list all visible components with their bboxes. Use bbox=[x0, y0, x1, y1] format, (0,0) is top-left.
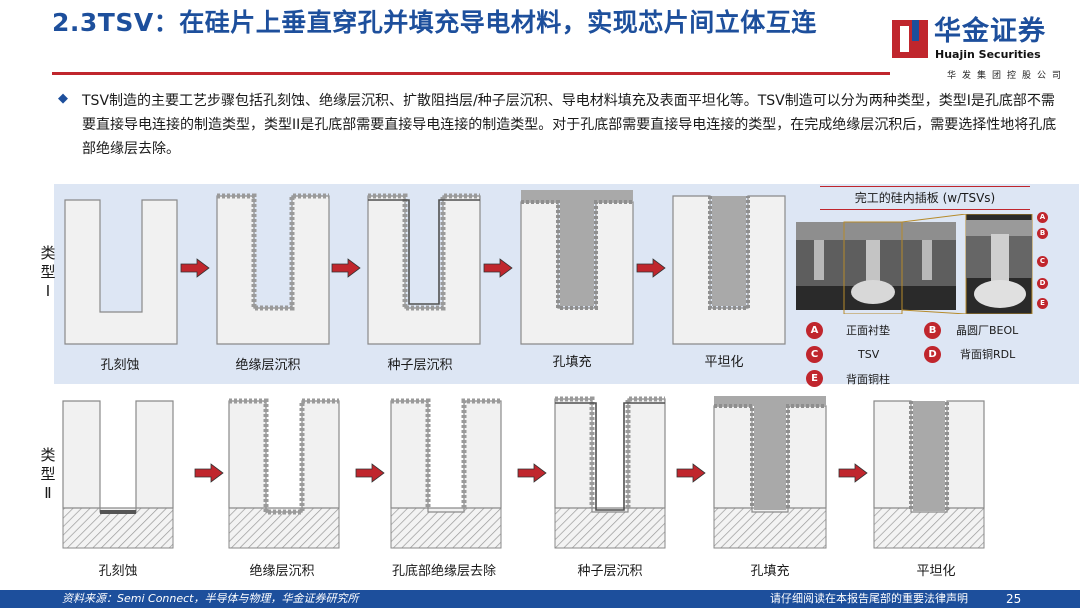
type2-arrow-5-icon bbox=[838, 463, 868, 483]
type2-step4-diagram bbox=[554, 396, 666, 549]
type1-step3-diagram bbox=[367, 193, 481, 345]
legend-text: 正面衬垫 bbox=[846, 324, 890, 337]
type2-step2-diagram bbox=[228, 398, 340, 549]
photo-tag-e: E bbox=[1037, 298, 1048, 309]
legend-marker: D bbox=[924, 346, 941, 363]
diamond-bullet-icon: ◆ bbox=[58, 91, 68, 106]
type2-arrow-2-icon bbox=[355, 463, 385, 483]
type1-arrow-1-icon bbox=[180, 258, 210, 278]
type1-step-label: 绝缘层沉积 bbox=[235, 358, 301, 373]
type1-step-label: 孔刻蚀 bbox=[100, 358, 140, 373]
type2-arrow-3-icon bbox=[517, 463, 547, 483]
legend-marker: A bbox=[806, 322, 823, 339]
type1-step-label: 种子层沉积 bbox=[387, 358, 453, 373]
logo-name-en: Huajin Securities bbox=[935, 48, 1041, 61]
intro-text: TSV制造的主要工艺步骤包括孔刻蚀、绝缘层沉积、扩散阻挡层/种子层沉积、导电材料… bbox=[82, 93, 1057, 157]
page-number: 25 bbox=[1006, 592, 1022, 606]
company-logo: 华金证券 Huajin Securities 华发集团控股公司 bbox=[892, 14, 1067, 82]
legend-marker: C bbox=[806, 346, 823, 363]
interposer-photo bbox=[796, 214, 1033, 314]
type1-step-label: 孔填充 bbox=[552, 355, 592, 370]
type1-step-label: 平坦化 bbox=[704, 355, 744, 370]
type2-step-label: 孔刻蚀 bbox=[98, 564, 138, 579]
type1-arrow-4-icon bbox=[636, 258, 666, 278]
type1-step2-diagram bbox=[216, 193, 330, 345]
intro-bullet: ◆ TSV制造的主要工艺步骤包括孔刻蚀、绝缘层沉积、扩散阻挡层/种子层沉积、导电… bbox=[58, 89, 1058, 161]
type2-step3-diagram bbox=[390, 398, 502, 549]
footer-legal-note: 请仔细阅读在本报告尾部的重要法律声明 bbox=[770, 592, 968, 605]
legend-text: TSV bbox=[858, 348, 880, 361]
type1-step5-diagram bbox=[672, 195, 786, 345]
footer-source: 资料来源：Semi Connect，半导体与物理，华金证券研究所 bbox=[62, 592, 359, 605]
legend-marker: B bbox=[924, 322, 941, 339]
type2-step-label: 孔底部绝缘层去除 bbox=[391, 564, 496, 579]
footer-bar: 资料来源：Semi Connect，半导体与物理，华金证券研究所 请仔细阅读在本… bbox=[0, 590, 1080, 608]
type2-arrow-4-icon bbox=[676, 463, 706, 483]
type2-step-label: 平坦化 bbox=[916, 564, 956, 579]
type1-step4-diagram bbox=[520, 190, 634, 345]
title-divider bbox=[52, 72, 890, 75]
logo-subtitle: 华发集团控股公司 bbox=[946, 71, 1067, 81]
type2-step-label: 孔填充 bbox=[750, 564, 790, 579]
legend-text: 背面铜RDL bbox=[960, 348, 1016, 361]
type2-step6-diagram bbox=[873, 400, 985, 549]
photo-tag-b: B bbox=[1037, 228, 1048, 239]
photo-title: 完工的硅内插板 (w/TSVs) bbox=[820, 186, 1030, 210]
type2-step5-diagram bbox=[713, 396, 827, 549]
type2-step1-diagram bbox=[62, 400, 174, 549]
type2-step-label: 绝缘层沉积 bbox=[249, 564, 315, 579]
legend-marker: E bbox=[806, 370, 823, 387]
legend-text: 背面铜柱 bbox=[846, 373, 890, 386]
page-title: 2.3TSV：在硅片上垂直穿孔并填充导电材料，实现芯片间立体互连 bbox=[52, 8, 817, 37]
type2-arrow-1-icon bbox=[194, 463, 224, 483]
type2-step-label: 种子层沉积 bbox=[577, 564, 643, 579]
logo-name-cn: 华金证券 bbox=[934, 16, 1046, 47]
type1-arrow-2-icon bbox=[331, 258, 361, 278]
legend-text: 晶圆厂BEOL bbox=[956, 324, 1019, 337]
photo-tag-c: C bbox=[1037, 256, 1048, 267]
type1-step1-diagram bbox=[64, 199, 178, 345]
photo-tag-d: D bbox=[1037, 278, 1048, 289]
logo-mark-icon bbox=[892, 20, 928, 58]
type1-arrow-3-icon bbox=[483, 258, 513, 278]
photo-tag-a: A bbox=[1037, 212, 1048, 223]
